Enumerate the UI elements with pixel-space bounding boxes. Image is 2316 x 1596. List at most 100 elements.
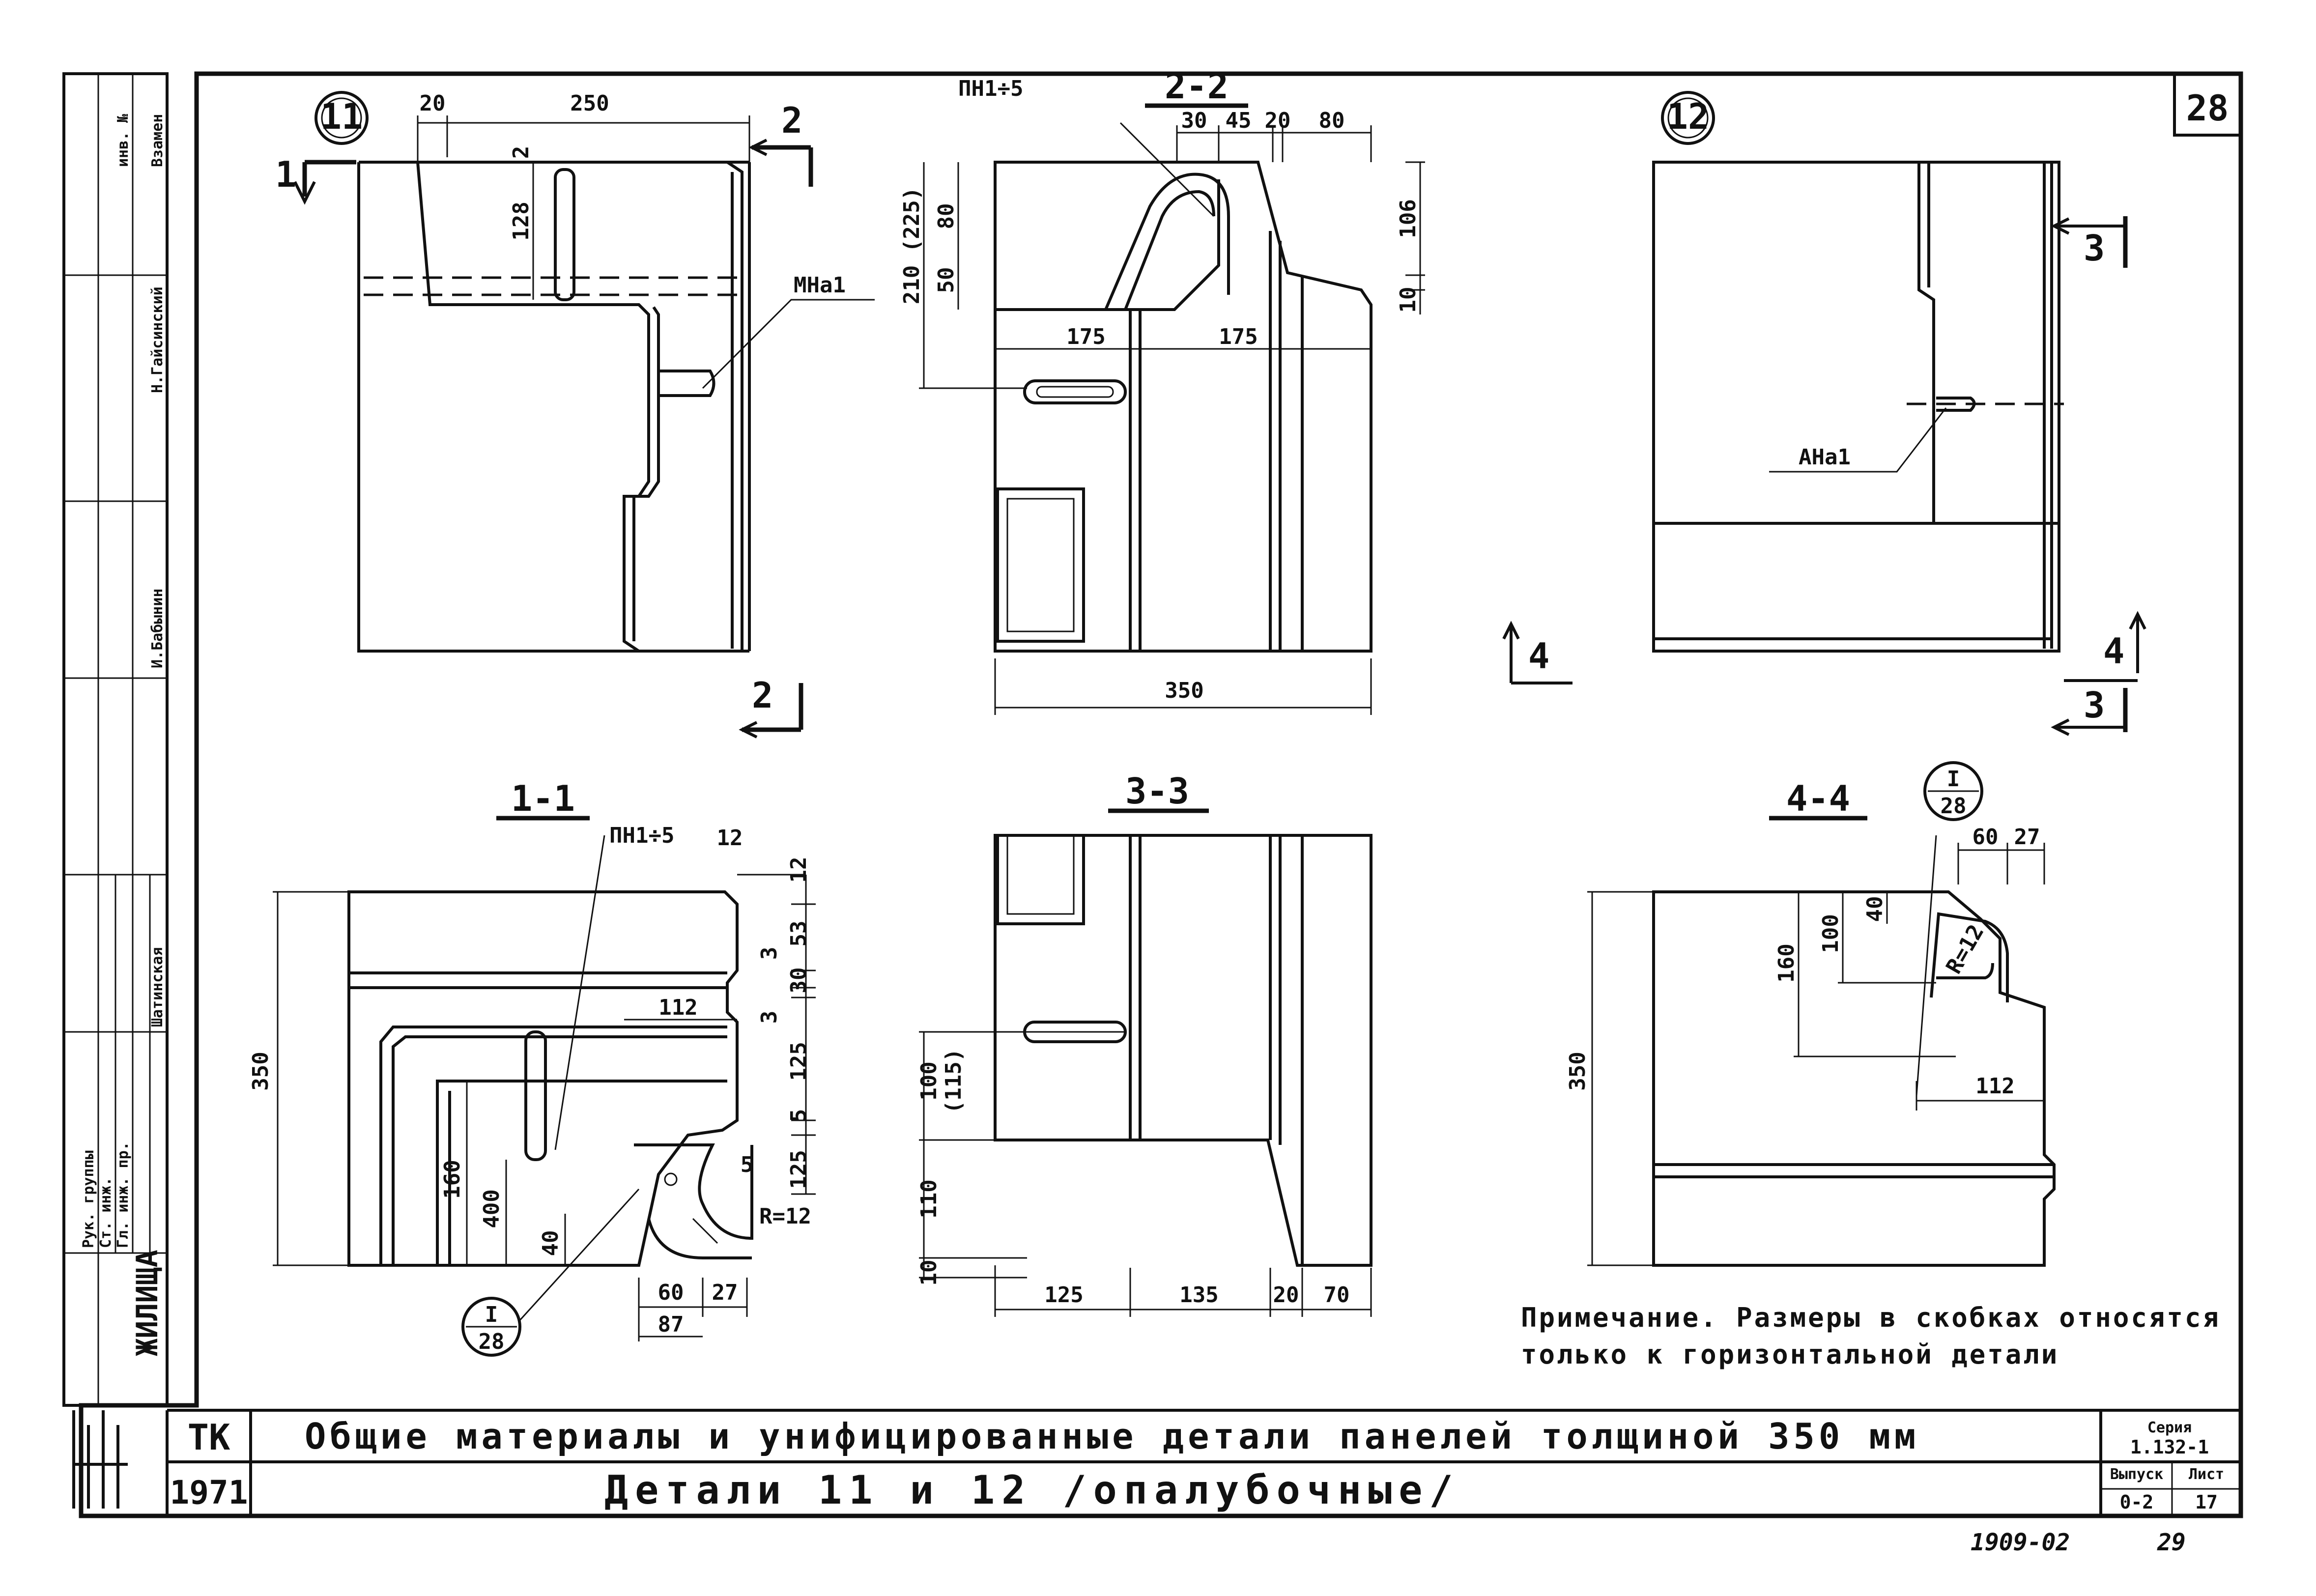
dim-label: 2	[509, 146, 534, 159]
label-pn: ПН1÷5	[958, 76, 1023, 101]
section-2-2-title: 2-2	[1165, 65, 1229, 107]
section-4-4-title: 4-4	[1786, 778, 1850, 819]
side-stamp-row: Шатинская	[149, 947, 166, 1027]
dim-label: 12	[717, 826, 743, 851]
dim-label: 40	[538, 1230, 563, 1256]
dim-label: 53	[786, 921, 811, 947]
callout-bottom: 28	[1941, 794, 1967, 819]
cut-label-2: 2	[781, 100, 802, 141]
label-pn: ПН1÷5	[609, 823, 674, 848]
label-ana1: АНа1	[1799, 445, 1851, 470]
title-main: Общие материалы и унифицированные детали…	[305, 1416, 1919, 1457]
side-stamp	[62, 72, 169, 1407]
side-stamp-row: Рук. группы	[80, 1150, 97, 1248]
dim-label: 160	[1774, 943, 1799, 982]
dim-label: 175	[1066, 324, 1105, 349]
issue-label: Выпуск	[2110, 1466, 2163, 1483]
dim-label: 250	[570, 91, 609, 116]
dim-label: 350	[1565, 1052, 1590, 1090]
dim-label: 10	[916, 1260, 942, 1286]
side-stamp-logo	[72, 1410, 128, 1509]
label-mna1: МНа1	[794, 273, 846, 298]
side-stamp-org: ЖИЛИЩА	[130, 1250, 165, 1356]
detail-11-view	[293, 91, 875, 739]
dim-label: 27	[712, 1280, 738, 1305]
section-2-2-view	[919, 103, 1425, 715]
cut-label-3b: 3	[2084, 684, 2105, 726]
cut-label-3: 3	[2084, 228, 2105, 269]
cut-label-1: 1	[275, 154, 296, 195]
side-stamp-header-1: Взамен	[149, 114, 166, 167]
year: 1971	[170, 1474, 248, 1511]
section-1-1-view	[273, 816, 816, 1357]
note-line-2: только к горизонтальной детали	[1521, 1339, 2059, 1370]
dim-label: 20	[420, 91, 446, 116]
cut-label-2b: 2	[752, 675, 773, 716]
side-stamp-row: Н.Гайсинский	[149, 286, 166, 393]
dim-label: 160	[440, 1160, 465, 1198]
section-4-4-view	[1587, 761, 2056, 1267]
dim-label: (115)	[941, 1049, 966, 1113]
series-label: Серия	[2147, 1419, 2192, 1436]
dim-label: 30	[786, 968, 811, 994]
side-stamp-row: Ст. инж.	[97, 1177, 114, 1249]
dim-label: 12	[786, 857, 811, 883]
dim-label: R=12	[1941, 920, 1989, 978]
footer-page: 29	[2157, 1529, 2186, 1556]
sheet-label: Лист	[2189, 1466, 2224, 1483]
dim-label: 210 (225)	[899, 187, 924, 304]
dim-label: 5	[786, 1109, 811, 1122]
dim-label: 125	[786, 1042, 811, 1081]
dim-label: 106	[1396, 199, 1421, 238]
dim-label: 20	[1265, 108, 1291, 133]
cut-label-4b: 4	[2103, 630, 2124, 672]
dim-label: 175	[1219, 324, 1258, 349]
dim-label: 45	[1226, 108, 1252, 133]
dim-label: 135	[1179, 1282, 1218, 1308]
dim-label: 100	[916, 1061, 942, 1100]
dim-label: R=12	[759, 1204, 811, 1229]
dim-label: 5	[741, 1152, 754, 1177]
dim-label: 3	[757, 947, 782, 960]
dim-label: 60	[658, 1280, 684, 1305]
dim-label: 110	[916, 1179, 942, 1218]
side-stamp-row: Гл. инж. пр.	[114, 1141, 132, 1248]
callout-top: I	[485, 1302, 498, 1327]
dim-label: 87	[658, 1312, 684, 1337]
dim-label: 112	[1975, 1074, 2014, 1099]
dim-label: 350	[1165, 678, 1203, 703]
note-line-1: Примечание. Размеры в скобках относятся	[1521, 1302, 2221, 1333]
sheet-number: 28	[2186, 87, 2229, 129]
issue-value: 0-2	[2120, 1491, 2154, 1513]
dim-label: 70	[1324, 1282, 1350, 1308]
sheet-frame	[79, 71, 2243, 1518]
dim-label: 80	[1319, 108, 1345, 133]
series-value: 1.132-1	[2130, 1436, 2209, 1458]
dim-label: 40	[1862, 896, 1887, 922]
detail-12-view	[1502, 91, 2146, 736]
dim-label: 128	[509, 201, 534, 240]
sheet-value: 17	[2195, 1491, 2218, 1513]
callout-bottom: 28	[479, 1329, 505, 1354]
dim-label: 112	[658, 995, 697, 1020]
dim-label: 350	[248, 1052, 273, 1090]
cut-label-4: 4	[1528, 635, 1549, 677]
dim-label: 20	[1273, 1282, 1299, 1308]
dim-label: 30	[1181, 108, 1207, 133]
dim-label: 60	[1973, 825, 1999, 850]
dim-label: 400	[479, 1189, 504, 1228]
dim-label: 100	[1818, 914, 1843, 953]
dim-label: 125	[1044, 1282, 1083, 1308]
dim-label: 125	[786, 1150, 811, 1189]
title-sub: Детали 11 и 12 /опалубочные/	[604, 1467, 1460, 1513]
callout-top: I	[1947, 767, 1960, 792]
org-code: ТК	[188, 1417, 230, 1458]
dim-label: 27	[2014, 825, 2040, 850]
dim-label: 3	[757, 1011, 782, 1024]
dim-label: 80	[934, 203, 959, 229]
detail-12-marker: 12	[1667, 96, 1710, 137]
footer-number: 1909-02	[1971, 1529, 2070, 1556]
section-1-1-title: 1-1	[511, 778, 575, 819]
section-3-3-view	[919, 808, 1372, 1317]
